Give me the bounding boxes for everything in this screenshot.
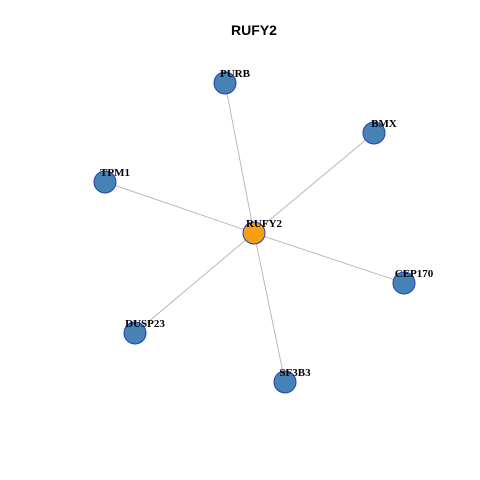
node-label-sf3b3: SF3B3 xyxy=(279,367,311,379)
node-bmx[interactable] xyxy=(362,121,386,145)
edge-rufy2-tpm1 xyxy=(104,181,255,234)
node-label-bmx: BMX xyxy=(371,118,397,130)
node-dusp23[interactable] xyxy=(123,321,147,345)
node-label-dusp23: DUSP23 xyxy=(125,318,165,330)
node-rufy2[interactable] xyxy=(242,221,266,245)
node-label-purb: PURB xyxy=(220,68,251,80)
edge-rufy2-bmx xyxy=(253,132,375,234)
diagram-title: RUFY2 xyxy=(231,22,277,38)
node-label-rufy2: RUFY2 xyxy=(246,218,283,230)
edge-rufy2-sf3b3 xyxy=(253,232,286,383)
node-sf3b3[interactable] xyxy=(273,370,297,394)
edges-layer xyxy=(104,82,405,383)
node-cep170[interactable] xyxy=(392,271,416,295)
node-label-cep170: CEP170 xyxy=(395,268,434,280)
edge-rufy2-purb xyxy=(224,82,255,234)
edge-rufy2-cep170 xyxy=(253,232,405,284)
nodes-layer xyxy=(93,71,416,394)
edge-rufy2-dusp23 xyxy=(134,232,255,334)
node-purb[interactable] xyxy=(213,71,237,95)
node-tpm1[interactable] xyxy=(93,170,117,194)
node-label-tpm1: TPM1 xyxy=(100,167,130,179)
